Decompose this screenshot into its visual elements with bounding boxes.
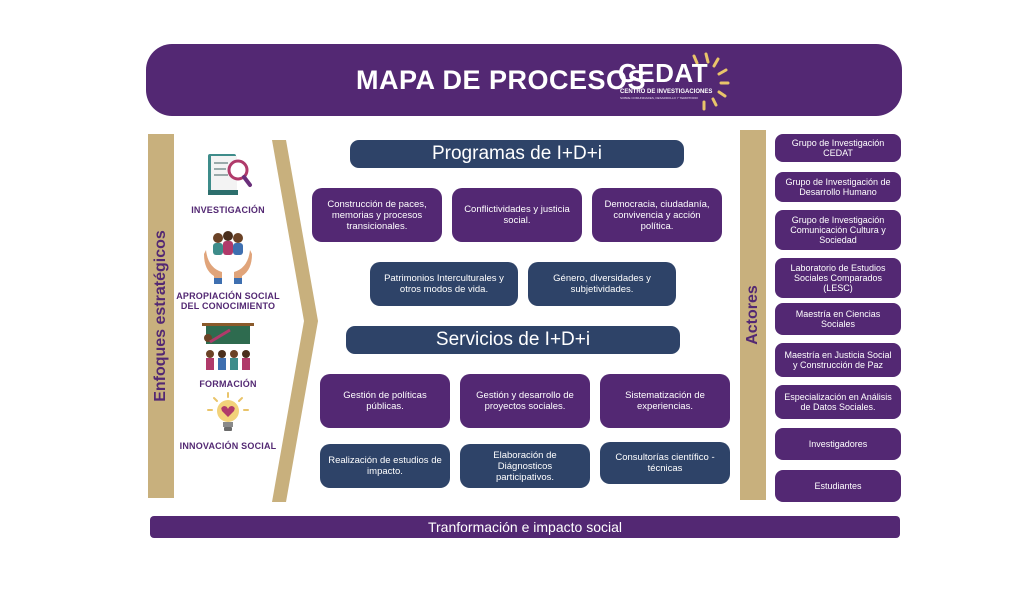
- programa-box: Patrimonios Interculturales y otros modo…: [370, 262, 518, 306]
- programa-label: Democracia, ciudadanía, convivencia y ac…: [604, 198, 710, 232]
- programa-box: Democracia, ciudadanía, convivencia y ac…: [592, 188, 722, 242]
- programas-title: Programas de I+D+i: [350, 140, 684, 168]
- focus-item-investigacion: INVESTIGACIÓN: [168, 150, 288, 215]
- programa-label: Género, diversidades y subjetividades.: [553, 273, 651, 295]
- actor-box: Laboratorio de Estudios Sociales Compara…: [775, 258, 901, 298]
- servicio-label: Gestión y desarrollo de proyectos social…: [476, 390, 574, 412]
- focus-item-innovacion: INNOVACIÓN SOCIAL: [168, 392, 288, 451]
- servicio-box: Consultorías científico - técnicas: [600, 442, 730, 484]
- servicio-label: Sistematización de experiencias.: [625, 390, 705, 412]
- servicio-box: Realización de estudios de impacto.: [320, 444, 450, 488]
- footer-banner: Tranformación e impacto social: [150, 516, 900, 538]
- actor-label: Investigadores: [808, 439, 868, 449]
- sun-rays-icon: [692, 52, 730, 111]
- focus-label: APROPIACIÓN SOCIAL DEL CONOCIMIENTO: [176, 291, 280, 311]
- servicio-label: Consultorías científico - técnicas: [615, 452, 715, 474]
- actor-box: Investigadores: [775, 428, 901, 460]
- page-title: MAPA DE PROCESOS: [356, 65, 647, 95]
- chevron-right-icon: [272, 140, 318, 502]
- servicio-box: Sistematización de experiencias.: [600, 374, 730, 428]
- actor-box: Especialización en Análisis de Datos Soc…: [775, 385, 901, 419]
- actor-label: Maestría en Justicia Social y Construcci…: [784, 350, 892, 370]
- programa-box: Género, diversidades y subjetividades.: [528, 262, 676, 306]
- book-magnifier-icon: [208, 154, 252, 195]
- header-banner: MAPA DE PROCESOS CEDAT CENTRO DE INVESTI…: [146, 44, 902, 116]
- right-bar-label: Actores: [744, 285, 762, 345]
- servicio-box: Gestión y desarrollo de proyectos social…: [460, 374, 590, 428]
- left-bar: Enfoques estratégicos: [148, 134, 174, 498]
- actor-label: Grupo de Investigación Comunicación Cult…: [790, 215, 886, 245]
- actor-box: Maestría en Justicia Social y Construcci…: [775, 343, 901, 377]
- actor-label: Estudiantes: [814, 481, 862, 491]
- actor-box: Grupo de Investigación Comunicación Cult…: [775, 210, 901, 250]
- logo-subtitle: CENTRO DE INVESTIGACIONES: [620, 89, 713, 95]
- logo-text: CEDAT: [618, 58, 709, 88]
- actor-label: Laboratorio de Estudios Sociales Compara…: [790, 263, 886, 293]
- programa-label: Construcción de paces, memorias y proces…: [327, 198, 427, 232]
- focus-item-formacion: FORMACIÓN: [168, 320, 288, 389]
- cedat-logo: CEDAT CENTRO DE INVESTIGACIONES SOBRE CO…: [616, 52, 730, 111]
- servicio-label: Realización de estudios de impacto.: [328, 455, 442, 477]
- actor-label: Especialización en Análisis de Datos Soc…: [784, 392, 892, 412]
- focus-label: FORMACIÓN: [199, 379, 257, 389]
- focus-label: INNOVACIÓN SOCIAL: [179, 441, 277, 451]
- actor-box: Grupo de Investigación de Desarrollo Hum…: [775, 172, 901, 202]
- actor-box: Estudiantes: [775, 470, 901, 502]
- programa-label: Patrimonios Interculturales y otros modo…: [384, 273, 504, 295]
- actor-label: Grupo de Investigación CEDAT: [791, 138, 885, 158]
- focus-label: INVESTIGACIÓN: [191, 205, 265, 215]
- focus-item-apropiacion: APROPIACIÓN SOCIAL DEL CONOCIMIENTO: [168, 228, 288, 311]
- programa-label: Conflictividades y justicia social.: [464, 204, 570, 226]
- actor-box: Maestría en Ciencias Sociales: [775, 303, 901, 335]
- actor-label: Maestría en Ciencias Sociales: [795, 309, 881, 329]
- servicio-box: Elaboración de Diágnosticos participativ…: [460, 444, 590, 488]
- servicios-title-label: Servicios de I+D+i: [435, 329, 591, 350]
- programa-box: Conflictividades y justicia social.: [452, 188, 582, 242]
- lightbulb-heart-icon: [207, 392, 249, 431]
- actor-label: Grupo de Investigación de Desarrollo Hum…: [785, 177, 891, 197]
- programas-title-label: Programas de I+D+i: [431, 143, 603, 164]
- servicio-box: Gestión de políticas públicas.: [320, 374, 450, 428]
- logo-subtitle-small: SOBRE COMUNIDADES, DESARROLLO Y TERRITOR…: [620, 96, 698, 100]
- servicio-label: Gestión de políticas públicas.: [343, 390, 427, 412]
- hands-people-icon: [204, 231, 252, 284]
- teacher-board-icon: [202, 323, 254, 370]
- servicio-label: Elaboración de Diágnosticos participativ…: [493, 449, 557, 483]
- servicios-title: Servicios de I+D+i: [346, 326, 680, 354]
- actor-box: Grupo de Investigación CEDAT: [775, 134, 901, 162]
- right-bar: Actores: [740, 130, 766, 500]
- footer-label: Tranformación e impacto social: [427, 519, 622, 535]
- programa-box: Construcción de paces, memorias y proces…: [312, 188, 442, 242]
